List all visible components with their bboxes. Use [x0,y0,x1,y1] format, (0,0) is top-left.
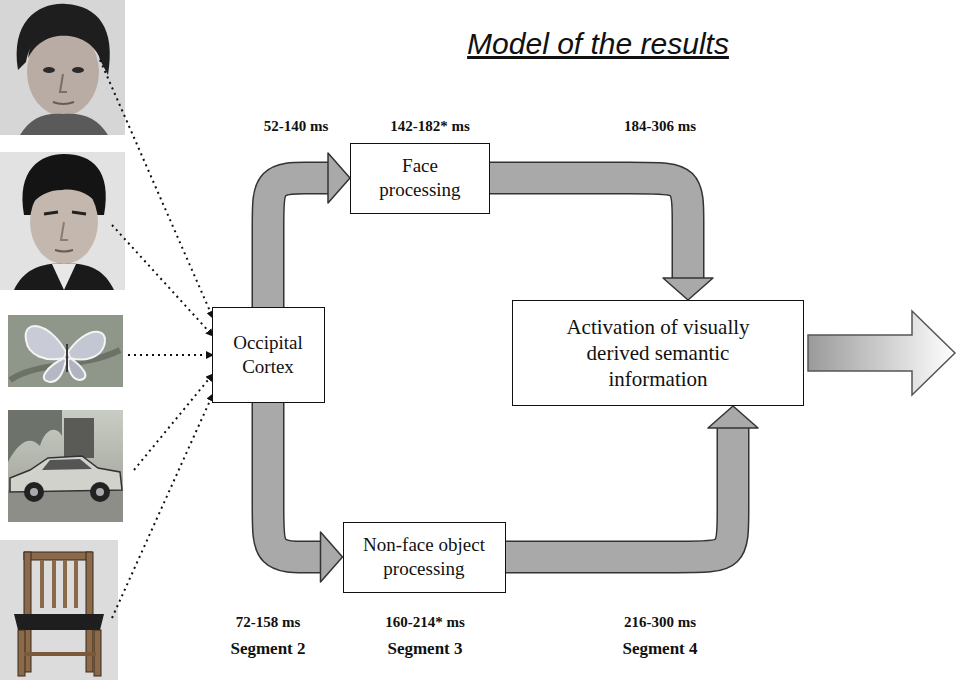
segment-label: Segment 3 [387,639,462,659]
chair-photo [24,552,92,560]
time-window: 72-158 ms [236,614,301,631]
face-photo [20,114,108,135]
output-arrow [808,311,955,395]
face-photo [53,102,74,104]
arrow-head [321,532,343,582]
box-text: Non-face object processing [354,533,494,581]
chair-photo [63,560,67,608]
car-photo [42,459,92,470]
arrow-outline [506,428,734,557]
face-photo [0,152,125,290]
face-photo [43,67,55,73]
face-photo [28,24,100,58]
butterfly-photo [26,326,66,359]
face-photo [61,222,68,240]
chair-photo [52,560,56,608]
process-box: Occipital Cortex [212,307,325,403]
flow-arrow [268,403,343,582]
dotted-arrow [100,60,213,318]
chair-photo [24,652,96,656]
time-window: 184-306 ms [624,118,696,135]
butterfly-photo [8,315,123,387]
diagram-title: Model of the results [467,27,729,61]
face-photo [0,0,125,135]
chair-photo [18,630,25,676]
chair-photo [74,560,78,608]
arrow-outline [490,178,688,278]
arrow-shaft [490,178,688,278]
process-box: Activation of visually derived semantic … [512,300,804,406]
box-text: Face processing [365,154,475,202]
dotted-arrow [112,394,213,618]
arrow-shaft [268,403,321,557]
car-photo [64,418,94,458]
time-window: 52-140 ms [264,118,329,135]
chair-photo [0,540,118,680]
arrow-outline [268,178,328,307]
chair-photo [0,540,118,680]
box-text: Occipital Cortex [223,331,313,379]
dotted-arrow [100,60,213,618]
time-window: 142-182* ms [390,118,470,135]
car-photo [24,482,44,502]
butterfly-photo [66,344,68,372]
arrow-outline [268,403,321,557]
arrow-shaft [506,428,734,557]
car-photo [8,410,123,522]
butterfly-photo [8,315,123,387]
car-photo [30,488,38,496]
face-photo [44,212,58,214]
face-photo [0,152,125,290]
arrow-shaft [268,178,328,307]
face-photo [14,264,114,290]
car-photo [8,410,123,522]
butterfly-photo [68,332,105,360]
box-text: Activation of visually derived semantic … [558,314,758,393]
time-window: 216-300 ms [624,614,696,631]
face-photo [60,74,67,92]
face-photo [72,67,84,73]
face-photo [72,212,86,214]
dotted-arrow [112,225,213,336]
butterfly-photo [68,358,85,380]
dotted-arrow [128,354,213,356]
segment-label: Segment 4 [622,639,697,659]
time-window: 160-214* ms [385,614,465,631]
segment-label: Segment 2 [230,639,305,659]
face-photo [30,172,100,206]
face-photo [0,0,125,135]
face-photo [52,264,76,290]
car-photo [8,410,62,462]
process-box: Non-face object processing [343,522,506,593]
face-photo [55,250,73,252]
butterfly-photo [44,358,66,382]
flow-arrow [506,406,759,557]
chair-photo [14,614,104,630]
dotted-arrow [134,374,213,470]
arrow-head [708,406,758,428]
process-box: Face processing [350,143,490,214]
arrow-head [328,153,350,203]
car-photo [90,482,110,502]
chair-photo [40,560,44,608]
car-photo [96,488,104,496]
flow-arrow [268,153,350,307]
arrow-head [663,278,713,300]
flow-arrow [490,178,713,300]
